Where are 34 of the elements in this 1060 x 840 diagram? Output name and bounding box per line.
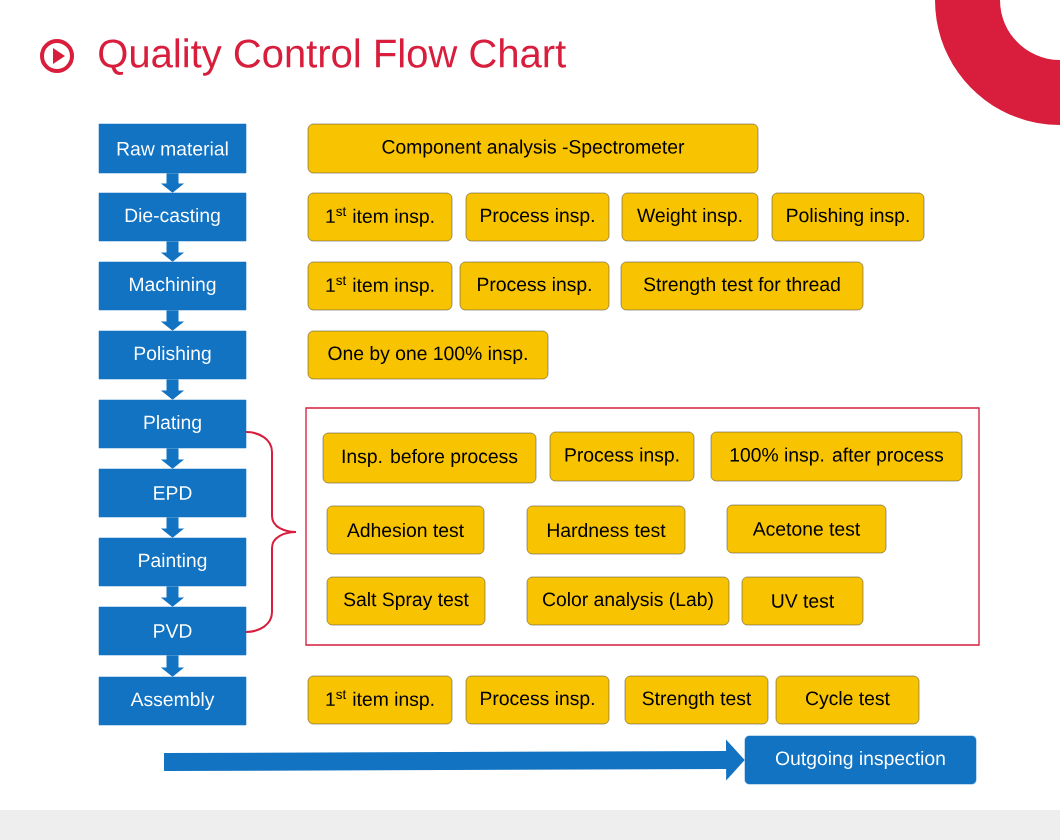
- process-step-box: PVD: [98, 606, 247, 656]
- output-box: Outgoing inspection: [744, 735, 977, 785]
- frame-box: [305, 407, 980, 646]
- inspection-box: UV test: [741, 576, 864, 626]
- inspection-box: Adhesion test: [326, 505, 485, 555]
- inspection-box: Process insp.: [465, 192, 610, 242]
- inspection-box: One by one 100% insp.: [307, 330, 549, 380]
- inspection-box: Process insp.: [459, 261, 610, 311]
- inspection-box: Color analysis (Lab): [526, 576, 730, 626]
- process-step-box: Painting: [98, 537, 247, 587]
- process-step-box: Plating: [98, 399, 247, 449]
- inspection-box: 1$^{st}$ item insp.: [307, 261, 453, 311]
- inspection-box: Process insp.: [465, 675, 610, 725]
- inspection-box: Insp. before process: [322, 432, 537, 484]
- inspection-box: Polishing insp.: [771, 192, 925, 242]
- process-step-box: Machining: [98, 261, 247, 311]
- process-step-box: EPD: [98, 468, 247, 518]
- title: Quality Control Flow Chart: [99, 38, 566, 76]
- inspection-box: Strength test: [624, 675, 769, 725]
- process-step-box: Assembly: [98, 676, 247, 726]
- process-step-box: Die-casting: [98, 192, 247, 242]
- inspection-box: Acetone test: [726, 504, 887, 554]
- inspection-box: Process insp.: [549, 431, 695, 482]
- process-step-box: Polishing: [98, 330, 247, 380]
- process-step-box: Raw material: [98, 123, 247, 174]
- inspection-box: Strength test for thread: [620, 261, 864, 311]
- inspection-box: Weight insp.: [621, 192, 759, 242]
- inspection-box: Cycle test: [775, 675, 920, 725]
- inspection-box: Salt Spray test: [326, 576, 486, 626]
- inspection-box: 100% insp. after process: [710, 431, 963, 482]
- inspection-box: Hardness test: [526, 505, 686, 555]
- inspection-box: Component analysis -Spectrometer: [307, 123, 759, 174]
- inspection-box: 1$^{st}$ item insp.: [307, 675, 453, 725]
- inspection-box: 1$^{st}$ item insp.: [307, 192, 453, 242]
